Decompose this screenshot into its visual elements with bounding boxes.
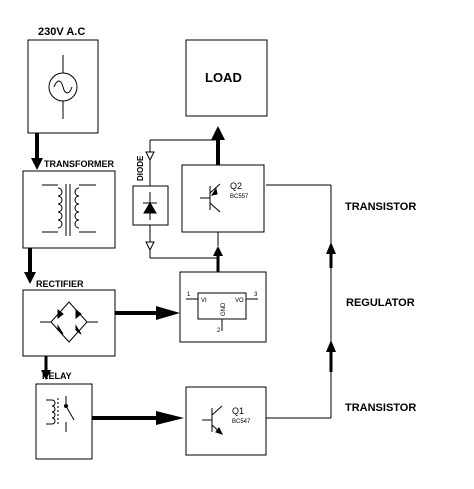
transformer-block [22, 170, 116, 249]
rectifier-label: RECTIFIER [36, 279, 84, 289]
regulator-gnd: GND [221, 302, 227, 316]
relay-block [35, 383, 93, 460]
q1-name: Q1 [232, 406, 244, 416]
regulator-pin2: 2 [217, 328, 221, 334]
regulator-vi: VI [201, 298, 207, 304]
rectifier-block [22, 289, 116, 357]
q2-part: BC557 [230, 194, 249, 200]
q2-block [181, 164, 265, 233]
arrow-rectifier-to-regulator [115, 306, 180, 320]
relay-label: RELAY [42, 371, 72, 381]
diode-icon [143, 192, 157, 220]
ac-source-icon [48, 55, 78, 119]
feedback-arrow-upper [326, 242, 336, 268]
q1-block [185, 386, 267, 456]
arrow-relay-to-q1 [92, 411, 184, 425]
arrow-rectifier-to-relay [41, 356, 51, 380]
arrow-transformer-to-rectifier [24, 248, 36, 284]
regulator-label: REGULATOR [346, 297, 415, 309]
arrow-ac-to-transformer [31, 133, 43, 170]
regulator-pin1: 1 [187, 292, 191, 298]
arrow-regulator-to-q2 [213, 232, 223, 272]
relay-icon [46, 396, 75, 432]
load-label: LOAD [205, 70, 242, 85]
load-block [185, 39, 268, 117]
regulator-vo: VO [235, 298, 244, 304]
pnp-transistor-icon [200, 183, 221, 213]
transistor-top-label: TRANSISTOR [345, 201, 416, 213]
diode-wiring [145, 139, 218, 259]
arrow-q2-to-load [211, 126, 225, 165]
regulator-block [179, 271, 267, 343]
feedback-path [266, 184, 332, 419]
ac-source-label: 230V A.C [38, 26, 85, 38]
transformer-icon [42, 184, 96, 236]
q2-name: Q2 [230, 181, 242, 191]
feedback-arrow-lower [326, 340, 336, 372]
transistor-bottom-label: TRANSISTOR [345, 402, 416, 414]
transformer-label: TRANSFORMER [44, 159, 114, 169]
regulator-pin3: 3 [254, 292, 258, 298]
npn-transistor-icon [202, 405, 223, 435]
voltage-regulator-icon: 1 3 2 VI VO GND [186, 292, 258, 334]
q1-part: BC547 [232, 419, 251, 425]
diode-label: DIODE [136, 155, 145, 181]
bridge-rectifier-icon [40, 301, 98, 343]
